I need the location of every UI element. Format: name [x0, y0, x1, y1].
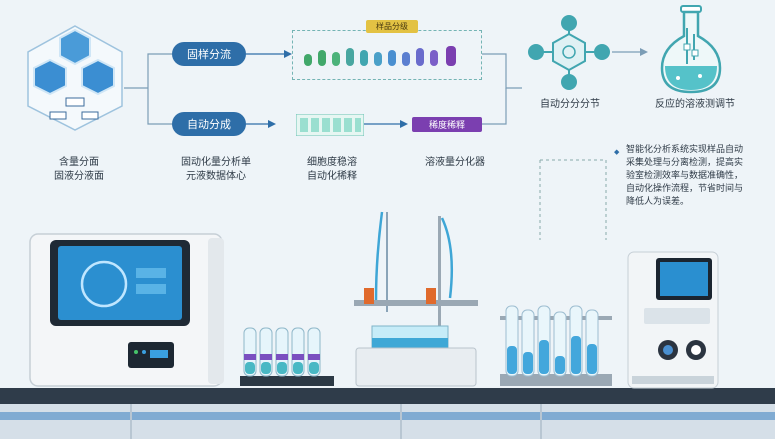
caption-col2-1: 固动化量分析单 — [181, 157, 251, 168]
note-line-2: 采集处理与分离检测，提高实 — [626, 158, 744, 168]
caption-left-2: 固液分液面 — [54, 171, 104, 182]
tube-rack-right — [500, 305, 612, 386]
caption-col3-2: 自动化稀释 — [307, 171, 357, 182]
titration-apparatus — [354, 211, 478, 387]
lab-bench-top — [0, 388, 775, 404]
flask-icon — [660, 5, 722, 94]
caption-network: 自动分分分节 — [540, 99, 600, 110]
network-node-icon — [528, 15, 610, 90]
note-line-4: 自动化操作流程，节省时间与 — [626, 184, 744, 194]
note-line-5: 降低人为误差。 — [626, 197, 690, 207]
note-line-1: 智能化分析系统实现样品自动 — [626, 145, 744, 155]
caption-flask: 反应的溶液测调节 — [655, 99, 735, 110]
caption-col4: 溶液量分化器 — [425, 157, 485, 168]
tube-rack-left — [240, 327, 334, 386]
lab-bench-cabinet — [0, 404, 775, 439]
top-process-node: 固样分流 — [172, 42, 246, 66]
note-line-3: 验室检测效率与数据准确性， — [626, 171, 744, 181]
right-instrument — [627, 251, 719, 389]
tube-rack-icon — [296, 114, 364, 136]
note-bullet: ◆ — [614, 148, 620, 156]
hexagon-cluster-icon — [27, 25, 123, 131]
bottom-process-node: 自动分成 — [172, 112, 246, 136]
caption-col3-1: 细胞度稳溶 — [307, 157, 357, 168]
note-paragraph: 智能化分析系统实现样品自动 采集处理与分离检测，提高实 验室检测效率与数据准确性… — [626, 144, 768, 209]
analyzer-instrument — [29, 233, 224, 387]
reagent-tag-label: 稀度稀释 — [412, 117, 482, 132]
caption-left-1: 含量分面 — [59, 157, 99, 168]
sample-vials-icon — [304, 46, 456, 66]
caption-col2-2: 元液数据体心 — [186, 171, 246, 182]
sample-tag-label: 样品分级 — [366, 20, 418, 33]
